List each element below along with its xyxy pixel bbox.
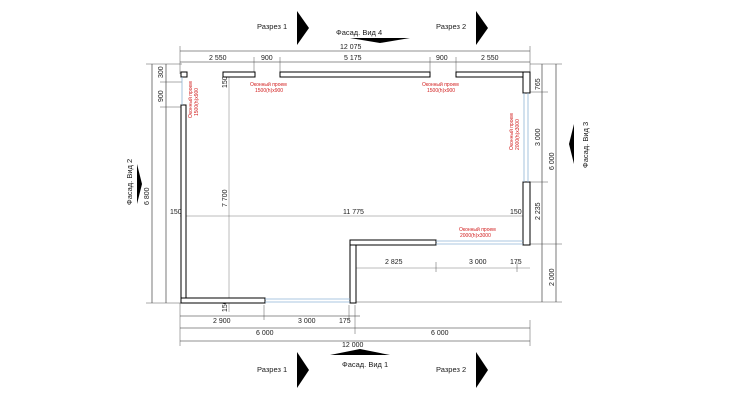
dim-step-2825: 2 825 [385,259,403,266]
opening-label-left-wall: Оконный проем 1500(h)х900 [187,81,200,118]
interior-dimensions: 150 11 775 150 150 7 700 150 2 825 3 000… [170,76,530,312]
dim-interior-height: 7 700 [222,189,229,207]
wall-top-left-stub [180,71,188,78]
section-arrow-icon [476,352,488,388]
dim-inner-left-150: 150 [170,209,182,216]
opening-label-right-wall: Оконный проем 2000(h)х3000 [508,113,521,150]
dim-top-total: 12 075 [340,44,362,51]
dim-bottom-150: 150 [222,300,229,312]
facade-label: Фасад. Вид 1 [342,360,388,369]
dim-right-765: 765 [535,78,542,90]
opening-label-size: 2000(h)х3000 [515,119,521,150]
wall-step-horizontal [349,239,437,246]
dim-bottom-half-right: 6 000 [431,330,449,337]
dim-top-seg-4: 900 [436,55,448,62]
opening-label-top-left: Оконный проем 1500(h)х900 [250,81,287,94]
facade-arrow-icon [569,124,574,164]
wall-bottom-left [180,297,266,304]
walls [180,71,531,304]
facade-marker-top[interactable]: Фасад. Вид 4 [336,28,410,43]
windows [181,77,529,303]
facade-arrow-icon [137,164,142,204]
dim-inner-top-150: 150 [222,76,229,88]
dim-top-seg-5: 2 550 [481,55,499,62]
dim-right-3000: 3 000 [535,128,542,146]
dim-top-seg-1: 2 550 [209,55,227,62]
opening-label-size: 1500(h)х900 [427,88,455,94]
dim-right-2000: 2 000 [549,268,556,286]
section-marker-bottom-right[interactable]: Разрез 2 [436,352,488,388]
facade-label: Фасад. Вид 3 [581,122,590,168]
wall-right-upper [522,71,531,94]
opening-label-line: Оконный проем [459,226,496,233]
section-arrow-icon [297,11,309,45]
section-arrow-icon [476,11,488,45]
facade-arrow-icon [330,349,390,355]
wall-top-middle [279,71,431,78]
dim-bottom-2900: 2 900 [213,318,231,325]
section-arrow-icon [297,352,309,388]
dim-inner-right-150: 150 [510,209,522,216]
wall-top-right [455,71,531,78]
opening-label-line: Оконный проем [187,81,194,118]
opening-label-step-window: Оконный проем 2000(h)х3000 [459,226,496,239]
dim-left-total: 6 800 [144,187,151,205]
opening-label-line: Оконный проем [250,81,287,88]
dim-bottom-3000: 3 000 [298,318,316,325]
section-label: Разрез 1 [257,365,287,374]
top-dimension-chain: 12 075 2 550 900 5 175 900 2 550 [179,44,531,74]
dim-bottom-half-left: 6 000 [256,330,274,337]
wall-left [180,104,187,304]
facade-marker-right[interactable]: Фасад. Вид 3 [569,122,590,168]
wall-top-left [222,71,256,78]
dim-right-2235: 2 235 [535,202,542,220]
left-dimension-chain: 300 900 6 800 [144,63,182,304]
section-label: Разрез 2 [436,365,466,374]
dim-step-175: 175 [510,259,522,266]
opening-label-size: 1500(h)х900 [255,88,283,94]
dim-right-6000: 6 000 [549,152,556,170]
opening-label-top-right: Оконный проем 1500(h)х900 [422,81,459,94]
opening-label-size: 2000(h)х3000 [460,233,491,239]
dim-top-seg-3: 5 175 [344,55,362,62]
section-marker-top-right[interactable]: Разрез 2 [436,11,488,45]
bottom-dimension-chain: 2 900 3 000 175 6 000 6 000 12 000 [179,303,531,349]
opening-label-size: 1500(h)х900 [194,88,200,116]
dim-step-3000: 3 000 [469,259,487,266]
dim-top-seg-2: 900 [261,55,273,62]
facade-marker-bottom[interactable]: Фасад. Вид 1 [330,349,390,369]
dim-left-900: 900 [158,90,165,102]
facade-arrow-icon [350,38,410,43]
wall-step-vertical [349,239,357,304]
facade-label: Фасад. Вид 4 [336,28,382,37]
section-marker-top-left[interactable]: Разрез 1 [257,11,309,45]
facade-label: Фасад. Вид 2 [125,159,134,205]
dim-left-300: 300 [158,66,165,78]
dim-bottom-total: 12 000 [342,342,364,349]
section-label: Разрез 2 [436,22,466,31]
opening-label-line: Оконный проем [508,113,515,150]
dim-inner-width: 11 775 [343,209,364,216]
wall-right-lower [522,181,531,246]
opening-label-line: Оконный проем [422,81,459,88]
facade-marker-left[interactable]: Фасад. Вид 2 [125,159,142,205]
right-dimension-chain: 765 3 000 2 235 6 000 2 000 [356,63,562,303]
dim-bottom-175: 175 [339,318,351,325]
section-marker-bottom-left[interactable]: Разрез 1 [257,352,309,388]
section-label: Разрез 1 [257,22,287,31]
